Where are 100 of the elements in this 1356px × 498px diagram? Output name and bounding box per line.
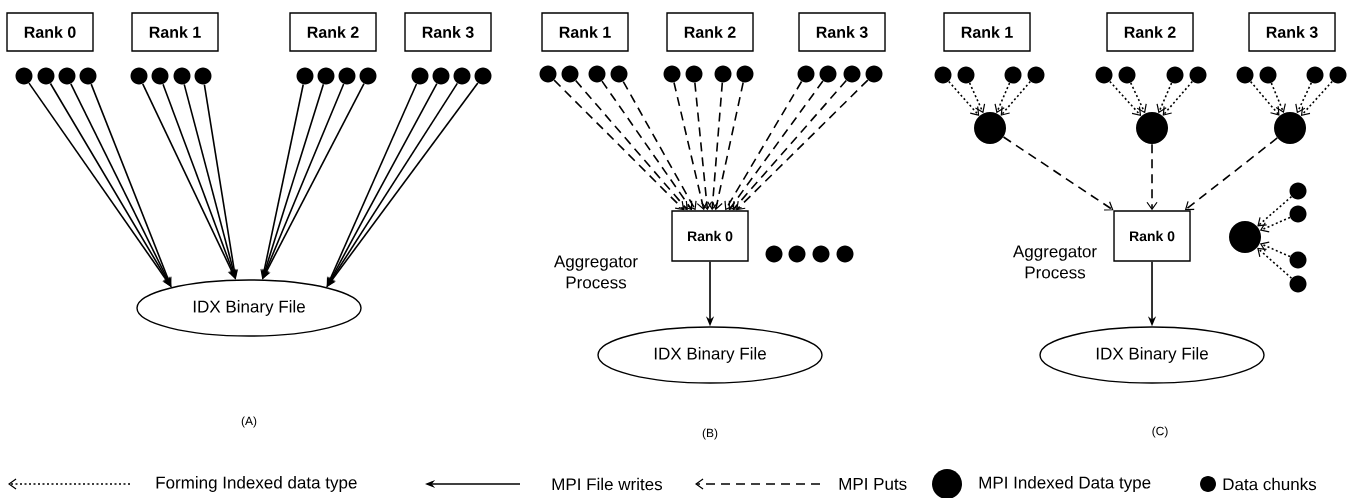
data-chunk-dot	[432, 67, 450, 85]
data-chunk-dot	[1189, 66, 1207, 84]
indexed-data-circle	[1229, 221, 1261, 253]
arrow	[994, 82, 1011, 114]
arrow	[1295, 82, 1313, 114]
data-chunk-dot	[539, 65, 557, 83]
arrow	[601, 80, 693, 211]
legend-text: MPI Indexed Data type	[979, 476, 1151, 492]
arrow	[1257, 247, 1293, 280]
indexed-data-circle	[1274, 112, 1306, 144]
legend-text: Forming Indexed data type	[156, 476, 357, 492]
data-chunk-dot	[194, 67, 212, 85]
data-chunk-dot	[173, 67, 191, 85]
data-chunk-dot	[1289, 182, 1307, 200]
data-chunk-dot	[934, 66, 952, 84]
arrow	[711, 81, 744, 211]
data-chunk-dot	[836, 245, 854, 263]
arrow	[728, 80, 824, 211]
panel-label: (C)	[1152, 426, 1168, 438]
data-chunk-dot	[338, 67, 356, 85]
data-chunk-dot	[453, 67, 471, 85]
rank-box: Rank 0	[671, 210, 749, 262]
data-chunk-dot	[1306, 66, 1324, 84]
arrow	[1300, 80, 1333, 116]
arrow	[694, 81, 713, 211]
panel-label: (B)	[702, 428, 718, 440]
data-chunk-dot	[1004, 66, 1022, 84]
rank-box: Rank 2	[666, 12, 754, 52]
data-chunk-dot	[561, 65, 579, 83]
arrow	[707, 81, 724, 211]
arrow	[673, 81, 708, 211]
data-chunk-dot	[1289, 275, 1307, 293]
arrow	[1249, 80, 1280, 116]
rank-box: Rank 1	[943, 12, 1031, 52]
arrow	[622, 80, 697, 211]
legend-text: MPI Puts	[839, 478, 907, 490]
rank-box: Rank 3	[404, 12, 492, 52]
data-chunk-dot	[819, 65, 837, 83]
data-chunk-dot	[736, 65, 754, 83]
arrow	[1146, 143, 1158, 211]
data-chunk-dot	[610, 65, 628, 83]
data-chunk-dot	[359, 67, 377, 85]
arrow	[1129, 82, 1147, 114]
data-chunk-dot	[37, 67, 55, 85]
data-chunk-dot	[130, 67, 148, 85]
data-chunk-dot	[1166, 66, 1184, 84]
data-chunk-dot	[788, 245, 806, 263]
panel-label: (A)	[241, 416, 257, 428]
indexed-data-circle	[974, 112, 1006, 144]
data-chunk-dot	[58, 67, 76, 85]
data-chunk-dot	[474, 67, 492, 85]
data-chunk-dot	[1289, 205, 1307, 223]
rank-box: Rank 2	[1106, 12, 1194, 52]
data-chunk-dot	[1289, 251, 1307, 269]
arrow	[724, 80, 803, 211]
rank-box: Rank 3	[1248, 12, 1336, 52]
arrow	[574, 79, 688, 211]
data-chunk-dot	[1027, 66, 1045, 84]
rank-box: Rank 1	[131, 12, 219, 52]
indexed-data-circle	[1136, 112, 1168, 144]
data-chunk-dot	[317, 67, 335, 85]
rank-box: Rank 0	[1113, 210, 1191, 262]
data-chunk-dot	[685, 65, 703, 83]
rank-box: Rank 2	[289, 12, 377, 52]
data-chunk-dot	[79, 67, 97, 85]
data-chunk-dot	[296, 67, 314, 85]
arrow	[1184, 137, 1279, 211]
data-chunk-dot	[1329, 66, 1347, 84]
data-chunk-dot	[797, 65, 815, 83]
arrow	[553, 79, 685, 211]
arrow	[1162, 80, 1194, 116]
data-chunk-dot	[1095, 66, 1113, 84]
data-chunk-dot	[714, 65, 732, 83]
rank-box: Rank 1	[541, 12, 629, 52]
data-chunk-dot	[411, 67, 429, 85]
data-chunk-dot	[765, 245, 783, 263]
rank-box: Rank 3	[798, 12, 886, 52]
data-chunk-dot	[1259, 66, 1277, 84]
arrow	[1109, 80, 1142, 116]
rank-box: Rank 0	[6, 12, 94, 52]
legend-text: MPI File writes	[552, 477, 663, 491]
data-chunk-dot	[663, 65, 681, 83]
data-chunk-dot	[1236, 66, 1254, 84]
data-chunk-dot	[151, 67, 169, 85]
data-chunk-dot	[843, 65, 861, 83]
data-chunk-dot	[15, 67, 33, 85]
arrow	[1259, 241, 1291, 258]
process-label: Aggregator Process	[1013, 245, 1097, 279]
data-chunk-dot	[812, 245, 830, 263]
data-chunk-dot	[588, 65, 606, 83]
arrow	[1002, 136, 1114, 211]
legend-text: Data chunks	[1223, 477, 1317, 491]
arrow	[1000, 80, 1032, 116]
process-label: Aggregator Process	[554, 255, 638, 289]
data-chunk-dot	[1118, 66, 1136, 84]
arrow	[948, 80, 980, 116]
data-chunk-dot	[957, 66, 975, 84]
arrow	[736, 79, 869, 211]
data-chunk-dot	[865, 65, 883, 83]
arrow	[1257, 195, 1293, 227]
